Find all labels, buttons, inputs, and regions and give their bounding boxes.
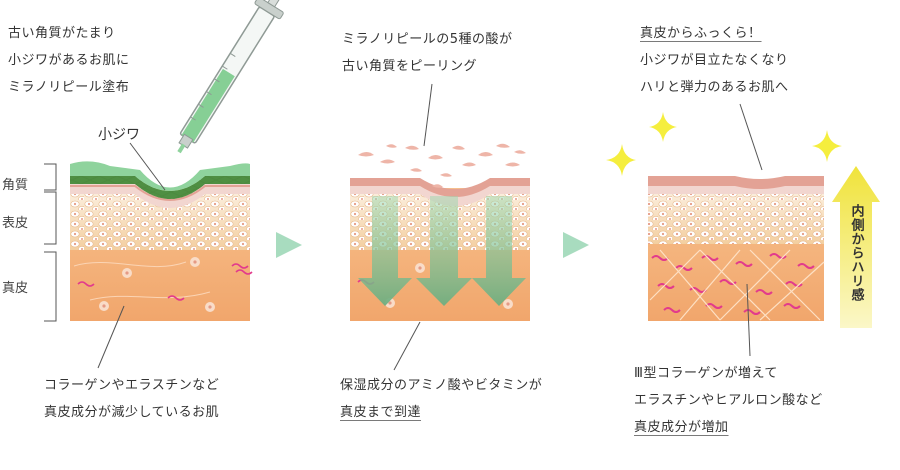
layer-label-stratum: 角質 <box>2 178 29 193</box>
panel2-bottom-caption: 保湿成分のアミノ酸やビタミンが 真皮まで到達 <box>340 372 542 426</box>
panel3-caption-line: ハリと弾力のあるお肌へ <box>640 80 789 95</box>
panel1-caption-line: ミラノリピール塗布 <box>8 80 130 95</box>
panel3-skin <box>606 103 880 357</box>
panel1-caption-line: 小ジワがあるお肌に <box>8 53 130 68</box>
sparkle-icon <box>812 130 842 162</box>
layer-brackets <box>44 163 57 322</box>
inner-firmness-label: 内側からハリ感 <box>848 204 864 302</box>
layer-label-dermis: 真皮 <box>2 281 29 296</box>
sparkle-icon <box>649 112 677 142</box>
panel1-bottom-caption: コラーゲンやエラスチンなど 真皮成分が減少しているお肌 <box>44 372 219 426</box>
panel3-caption-line: 小ジワが目立たなくなり <box>640 53 789 68</box>
syringe-icon <box>177 0 297 154</box>
panel3-bottom-line: Ⅲ型コラーゲンが増えて <box>634 366 778 381</box>
panel3-bottom-line: 真皮成分が増加 <box>634 420 729 435</box>
panel1-bottom-line: コラーゲンやエラスチンなど <box>44 378 220 393</box>
panel2-bottom-line: 真皮まで到達 <box>340 405 422 420</box>
panel2-caption: ミラノリピールの5種の酸が 古い角質をピーリング <box>342 26 513 80</box>
panel2-skin <box>350 83 530 371</box>
collagen-fibers-icon <box>651 253 815 315</box>
panel1-skin <box>70 142 253 369</box>
wrinkle-label: 小ジワ <box>98 127 140 143</box>
upward-arrow-icon <box>832 166 880 328</box>
step-arrow-icon <box>563 232 589 258</box>
layer-label-epidermis: 表皮 <box>2 216 29 231</box>
panel3-bottom-line: エラスチンやヒアルロン酸など <box>634 393 823 408</box>
step-arrow-icon <box>276 232 302 258</box>
panel1-caption: 古い角質がたまり 小ジワがあるお肌に ミラノリピール塗布 <box>8 20 130 101</box>
panel1-caption-line: 古い角質がたまり <box>8 26 116 41</box>
panel2-caption-line: 古い角質をピーリング <box>342 59 478 74</box>
peeling-flakes-icon <box>358 143 526 188</box>
panel3-caption: 真皮からふっくら！ 小ジワが目立たなくなり ハリと弾力のあるお肌へ <box>640 20 789 101</box>
panel2-caption-line: ミラノリピールの5種の酸が <box>342 32 513 47</box>
panel3-caption-line: 真皮からふっくら！ <box>640 26 762 41</box>
penetration-arrow-icon <box>358 196 526 306</box>
panel2-bottom-line: 保湿成分のアミノ酸やビタミンが <box>340 378 543 393</box>
sparkle-icon <box>606 144 636 176</box>
panel1-bottom-line: 真皮成分が減少しているお肌 <box>44 405 220 420</box>
panel3-bottom-caption: Ⅲ型コラーゲンが増えて エラスチンやヒアルロン酸など 真皮成分が増加 <box>634 360 823 441</box>
